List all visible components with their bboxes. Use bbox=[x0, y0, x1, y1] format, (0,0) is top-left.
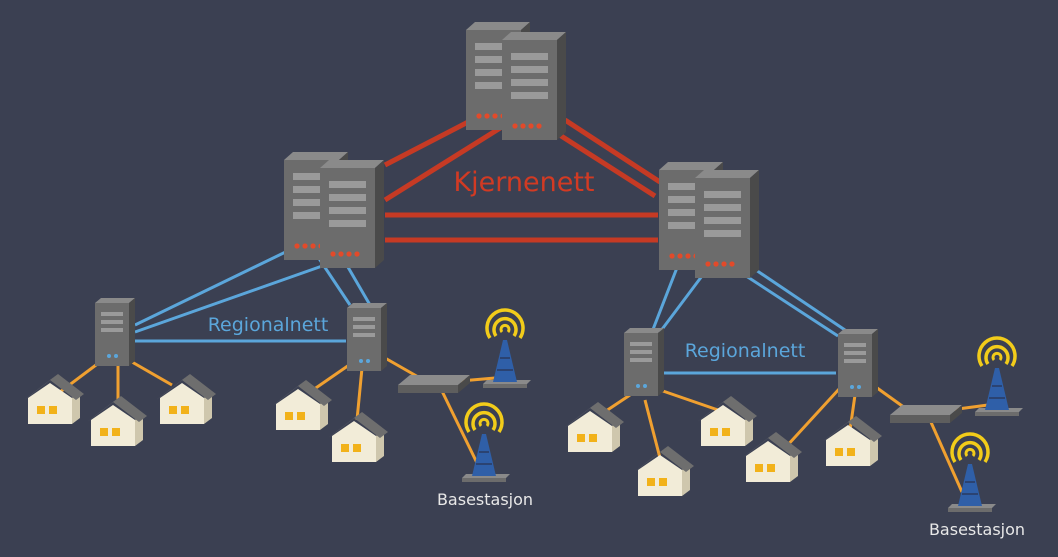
regional-network-label-left: Regionalnett bbox=[208, 314, 329, 336]
switch-icon bbox=[890, 405, 962, 423]
core-links bbox=[383, 117, 662, 243]
regional-server-icon bbox=[624, 328, 664, 396]
regional-server-icon bbox=[838, 329, 878, 397]
core-router-top bbox=[466, 22, 566, 140]
base-station-label-right: Basestasjon bbox=[929, 520, 1025, 539]
regional-server-icon bbox=[347, 303, 387, 371]
house-icon bbox=[634, 446, 694, 496]
house-icon bbox=[87, 396, 147, 446]
regional-links bbox=[134, 243, 846, 375]
house-icon bbox=[272, 380, 332, 430]
house-icon bbox=[697, 396, 757, 446]
core-router-right bbox=[659, 162, 759, 278]
house-icon bbox=[564, 402, 624, 452]
regional-network-label-right: Regionalnett bbox=[685, 340, 806, 362]
cell-tower-icon bbox=[481, 308, 533, 390]
regional-server-icon bbox=[95, 298, 135, 366]
house-icon bbox=[328, 412, 388, 462]
core-router-left bbox=[284, 152, 384, 268]
cell-tower-icon bbox=[460, 402, 512, 484]
switch-icon bbox=[398, 375, 470, 393]
house-icon bbox=[822, 416, 882, 466]
base-station-label-left: Basestasjon bbox=[437, 490, 533, 509]
core-network-label: Kjernenett bbox=[453, 167, 594, 198]
